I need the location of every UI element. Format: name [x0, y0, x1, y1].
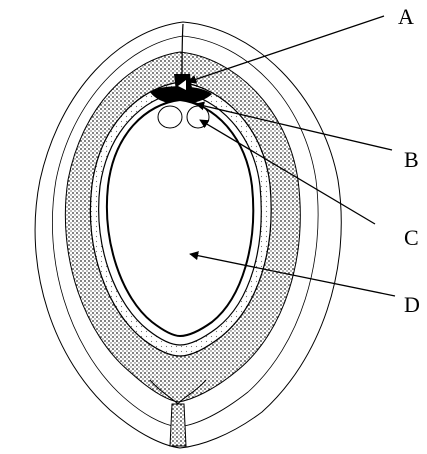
embryo-sac	[107, 100, 253, 336]
label-a: A	[398, 4, 414, 29]
synergid-right	[187, 106, 209, 128]
synergid-left	[158, 106, 182, 128]
funiculus	[170, 404, 186, 446]
label-c: C	[404, 225, 419, 250]
leader-line-a	[188, 16, 384, 82]
label-d: D	[404, 292, 420, 317]
label-b: B	[404, 147, 419, 172]
